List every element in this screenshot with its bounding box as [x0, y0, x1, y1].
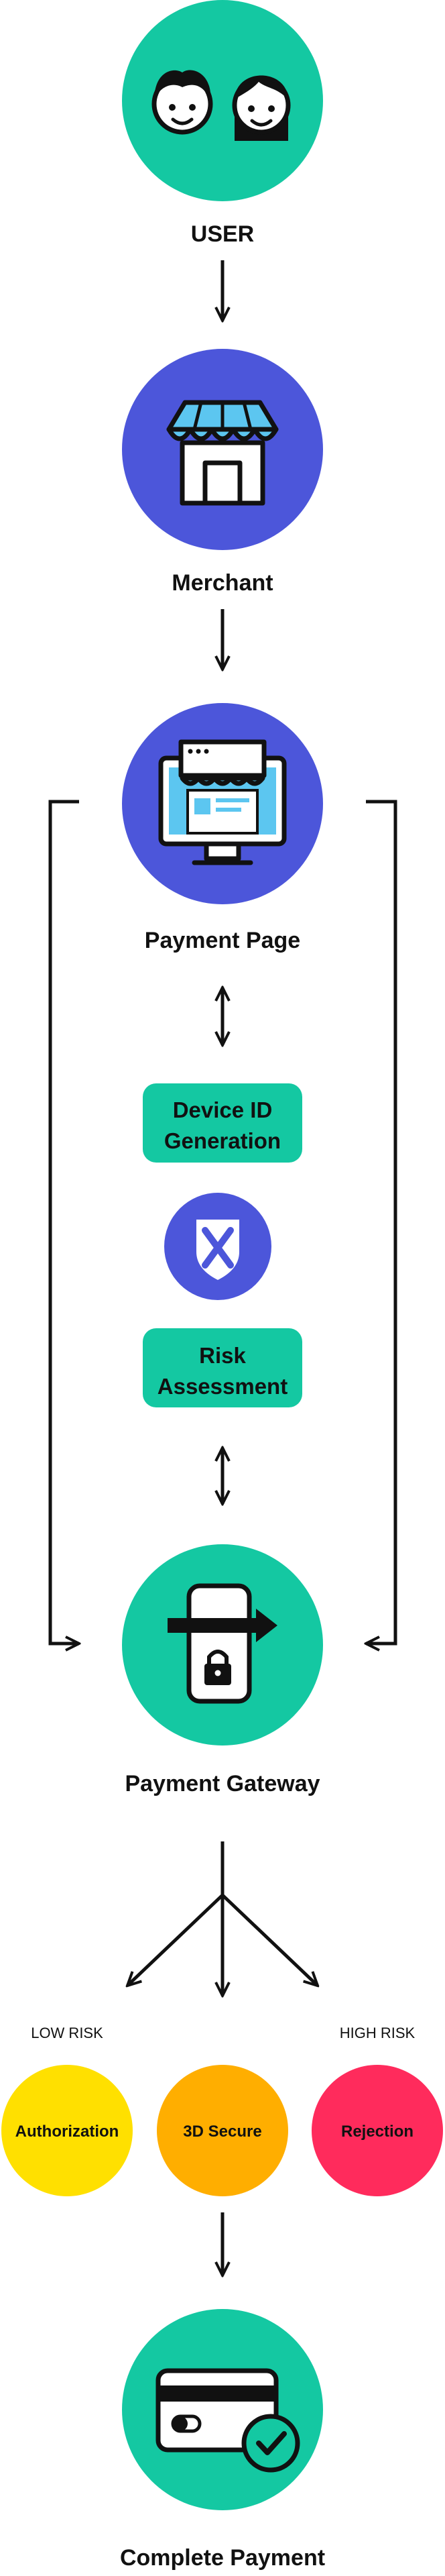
payment-gateway-node: Payment Gateway — [122, 1544, 323, 1796]
logo-node — [164, 1193, 271, 1300]
complete-payment-node: Complete Payment — [120, 2309, 325, 2571]
user-node: USER — [122, 0, 323, 247]
payment-gateway-label: Payment Gateway — [125, 1771, 320, 1796]
merchant-label: Merchant — [172, 570, 273, 596]
device-id-label-line1: Device ID — [173, 1097, 273, 1122]
storefront-icon — [166, 400, 279, 506]
monitor-shop-icon — [158, 739, 287, 865]
authorization-label: Authorization — [15, 2123, 119, 2141]
fork-arrow-high-risk — [221, 1894, 318, 1986]
payment-page-node: Payment Page — [122, 703, 323, 953]
rejection-circle — [312, 2065, 443, 2196]
right-bypass-arrow — [366, 800, 397, 1644]
authorization-circle — [1, 2065, 133, 2196]
low-risk-label: LOW RISK — [31, 2025, 103, 2041]
fork-arrow-low-risk — [127, 1894, 224, 1986]
door-lock-icon — [168, 1583, 277, 1704]
merchant-node: Merchant — [122, 349, 323, 596]
3d-secure-circle — [157, 2065, 288, 2196]
left-bypass-arrow — [48, 800, 79, 1644]
brand-logo-icon — [196, 1220, 239, 1280]
device-id-label-line2: Generation — [164, 1128, 281, 1153]
risk-fork-arrows — [127, 1841, 318, 1996]
3d-secure-node: 3D Secure — [157, 2065, 288, 2196]
risk-assessment-box: Risk Assessment — [143, 1328, 302, 1407]
risk-assessment-pill — [143, 1328, 302, 1407]
device-id-generation-box: Device ID Generation — [143, 1083, 302, 1163]
high-risk-label: HIGH RISK — [340, 2025, 416, 2041]
risk-assessment-label-line2: Assessment — [157, 1374, 288, 1399]
rejection-node: Rejection — [312, 2065, 443, 2196]
payment-page-label: Payment Page — [145, 928, 300, 953]
credit-card-check-icon — [155, 2368, 300, 2473]
user-circle — [122, 0, 323, 201]
users-icon — [151, 70, 291, 141]
risk-assessment-label-line1: Risk — [199, 1343, 246, 1368]
complete-payment-label: Complete Payment — [120, 2545, 325, 2571]
3d-secure-label: 3D Secure — [183, 2123, 261, 2141]
user-label: USER — [191, 221, 254, 247]
rejection-label: Rejection — [341, 2123, 414, 2141]
device-id-pill — [143, 1083, 302, 1163]
authorization-node: Authorization — [1, 2065, 133, 2196]
